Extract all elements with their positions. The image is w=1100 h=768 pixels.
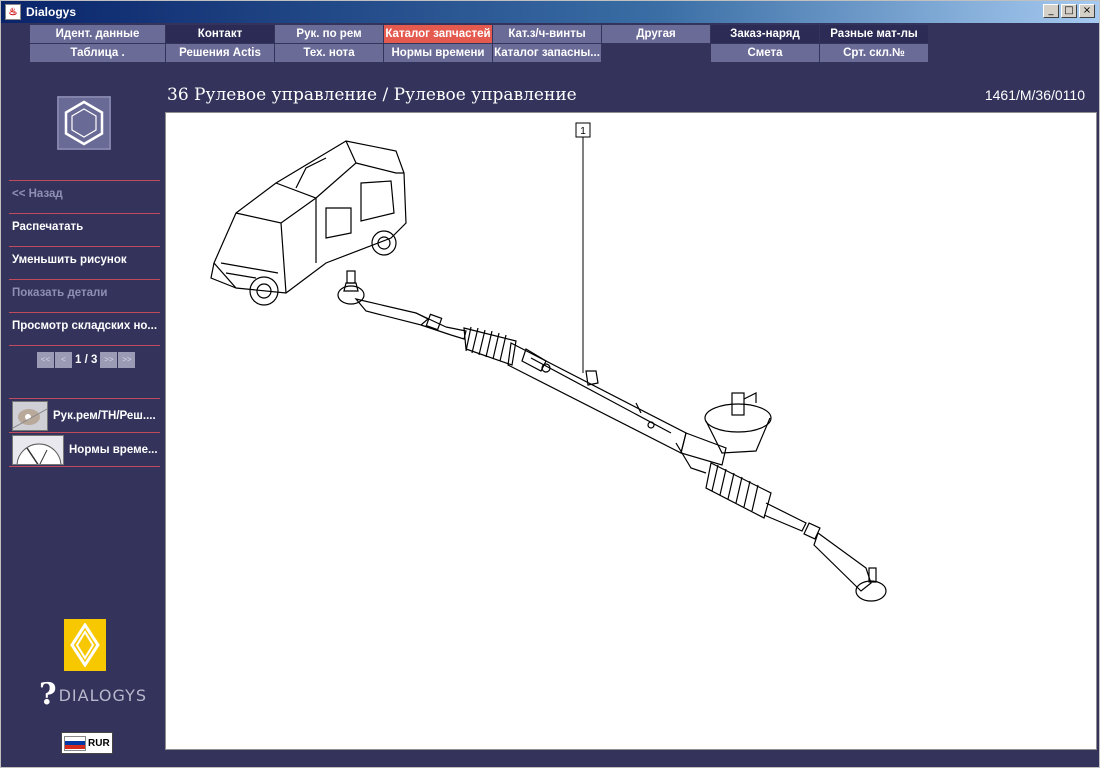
menu-contact[interactable]: Контакт: [166, 25, 274, 43]
divider: [9, 246, 160, 247]
renault-logo-icon: [64, 619, 106, 671]
top-menu: Идент. данные Контакт Рук. по рем Катало…: [30, 25, 929, 63]
divider: [9, 180, 160, 181]
pinion-valve: [675, 392, 772, 474]
steering-rack-diagram: 1: [210, 122, 887, 602]
menu-spare-parts-catalog[interactable]: Каталог запасны...: [493, 44, 601, 62]
menu-table[interactable]: Таблица .: [30, 44, 165, 62]
menu-tech-note[interactable]: Тех. нота: [275, 44, 383, 62]
menu-parts-catalog[interactable]: Каталог запчастей: [384, 25, 492, 43]
divider: [9, 279, 160, 280]
callout-number: 1: [580, 126, 586, 137]
shortcut-labor-times-label: Нормы време...: [69, 444, 158, 456]
shortcut-labor-times[interactable]: Нормы време...: [12, 434, 158, 466]
page-title: 36 Рулевое управление / Рулевое управлен…: [167, 85, 577, 105]
last-page-button[interactable]: >>: [118, 352, 136, 368]
currency-label: RUR: [88, 737, 110, 749]
next-page-button[interactable]: >>: [100, 352, 118, 368]
russia-flag-icon: [64, 735, 86, 751]
menu-stock-number[interactable]: Срт. скл.№: [820, 44, 928, 62]
first-page-button[interactable]: <<: [37, 352, 54, 368]
show-details-link[interactable]: Показать детали: [12, 287, 108, 299]
sidebar: << Назад Распечатать Уменьшить рисунок П…: [9, 63, 161, 763]
menu-labor-times[interactable]: Нормы времени: [384, 44, 492, 62]
window-title: Dialogys: [26, 5, 77, 19]
menu-estimate[interactable]: Смета: [711, 44, 819, 62]
menu-repair-manual[interactable]: Рук. по рем: [275, 25, 383, 43]
shortcut-repair-manual-label: Рук.рем/ТН/Реш....: [53, 410, 156, 422]
back-link[interactable]: << Назад: [12, 188, 63, 200]
stock-numbers-link[interactable]: Просмотр складских но...: [12, 320, 158, 332]
divider: [9, 213, 160, 214]
rack-housing: [507, 342, 687, 454]
vehicle-sketch: [210, 140, 407, 306]
maximize-button[interactable]: □: [1061, 4, 1077, 18]
menu-ident-data[interactable]: Идент. данные: [30, 25, 165, 43]
close-button[interactable]: ×: [1079, 4, 1095, 18]
menu-misc-materials[interactable]: Разные мат-лы: [820, 25, 928, 43]
left-boot: [463, 326, 517, 366]
menu-work-order[interactable]: Заказ-наряд: [711, 25, 819, 43]
hex-bolt-logo-icon: [57, 96, 111, 150]
page-navigator: << < 1 / 3 >> >>: [37, 352, 136, 368]
repair-manual-thumbnail-icon: [12, 401, 48, 431]
right-boot: [705, 462, 772, 519]
divider: [9, 312, 160, 313]
divider: [9, 466, 160, 467]
java-app-icon: ♨: [5, 4, 21, 20]
question-mark-icon: ?: [39, 677, 57, 712]
top-menu-row-2: Таблица . Решения Actis Тех. нота Нормы …: [30, 44, 929, 62]
print-link[interactable]: Распечатать: [12, 221, 84, 233]
currency-selector[interactable]: RUR: [61, 732, 113, 754]
dialogys-logo: ? DIALOGYS: [39, 680, 147, 710]
divider: [9, 398, 160, 399]
top-menu-row-1: Идент. данные Контакт Рук. по рем Катало…: [30, 25, 929, 43]
page-indicator: 1 / 3: [75, 354, 98, 366]
dialogys-brand-text: DIALOGYS: [58, 685, 148, 705]
menu-parts-screws[interactable]: Кат.з/ч-винты: [493, 25, 601, 43]
left-tie-rod: [337, 270, 467, 340]
menu-other[interactable]: Другая: [602, 25, 710, 43]
labor-times-clock-icon: [12, 435, 64, 465]
minimize-button[interactable]: _: [1043, 4, 1059, 18]
right-tie-rod: [763, 502, 887, 602]
shortcut-repair-manual[interactable]: Рук.рем/ТН/Реш....: [12, 400, 156, 432]
parts-diagram-canvas[interactable]: 1: [165, 112, 1097, 750]
document-code: 1461/M/36/0110: [984, 87, 1085, 103]
title-bar: ♨ Dialogys _ □ ×: [1, 1, 1099, 23]
prev-page-button[interactable]: <: [55, 352, 72, 368]
menu-empty-slot: [602, 44, 710, 62]
menu-actis-solutions[interactable]: Решения Actis: [166, 44, 274, 62]
divider: [9, 345, 160, 346]
window-controls: _ □ ×: [1043, 4, 1095, 18]
zoom-out-link[interactable]: Уменьшить рисунок: [12, 254, 127, 266]
divider: [9, 432, 160, 433]
